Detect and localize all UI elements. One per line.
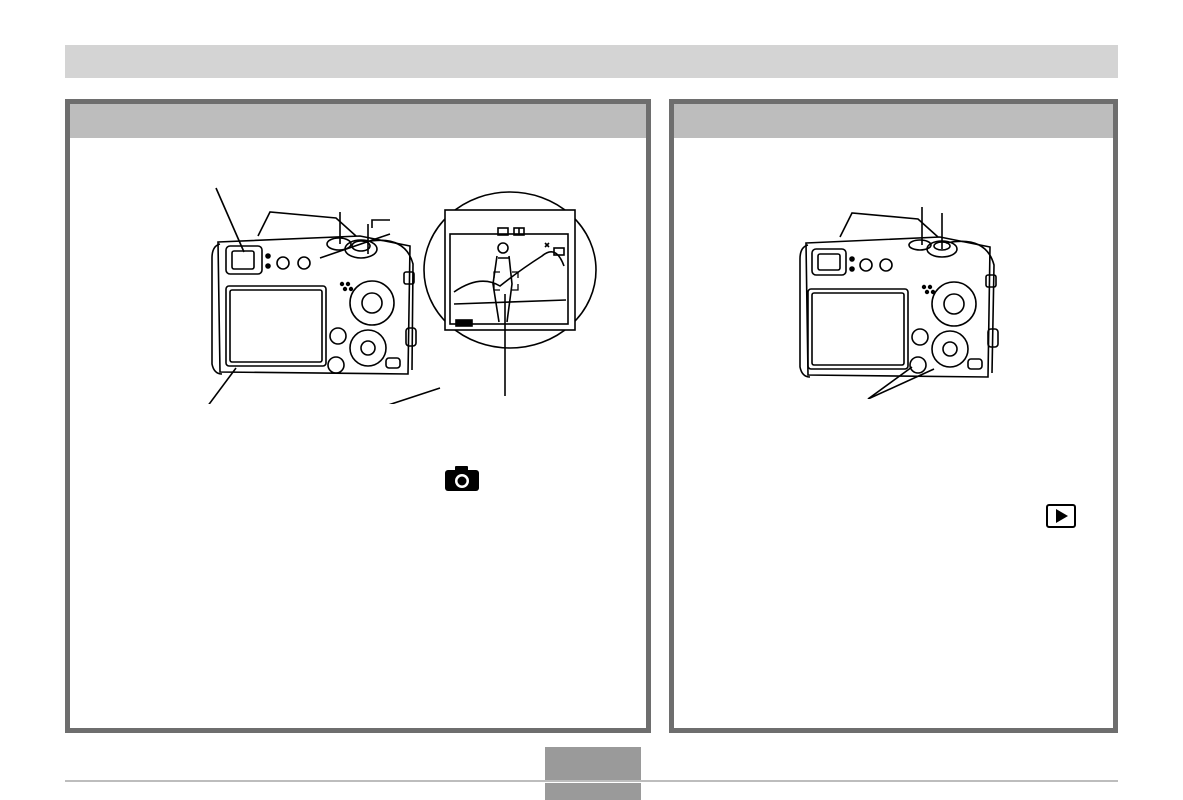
header-bar (65, 45, 1118, 78)
camera-back-illustration (208, 187, 597, 404)
page-number-tab (545, 747, 641, 780)
camera-icon (445, 466, 479, 491)
play-icon (1046, 504, 1076, 528)
camera-back-illustration (799, 207, 999, 399)
footer-divider (65, 780, 1118, 782)
right-panel (669, 99, 1118, 733)
left-panel (65, 99, 651, 733)
page-tab-lower (545, 783, 641, 800)
left-panel-header (70, 104, 646, 138)
right-panel-header (674, 104, 1113, 138)
